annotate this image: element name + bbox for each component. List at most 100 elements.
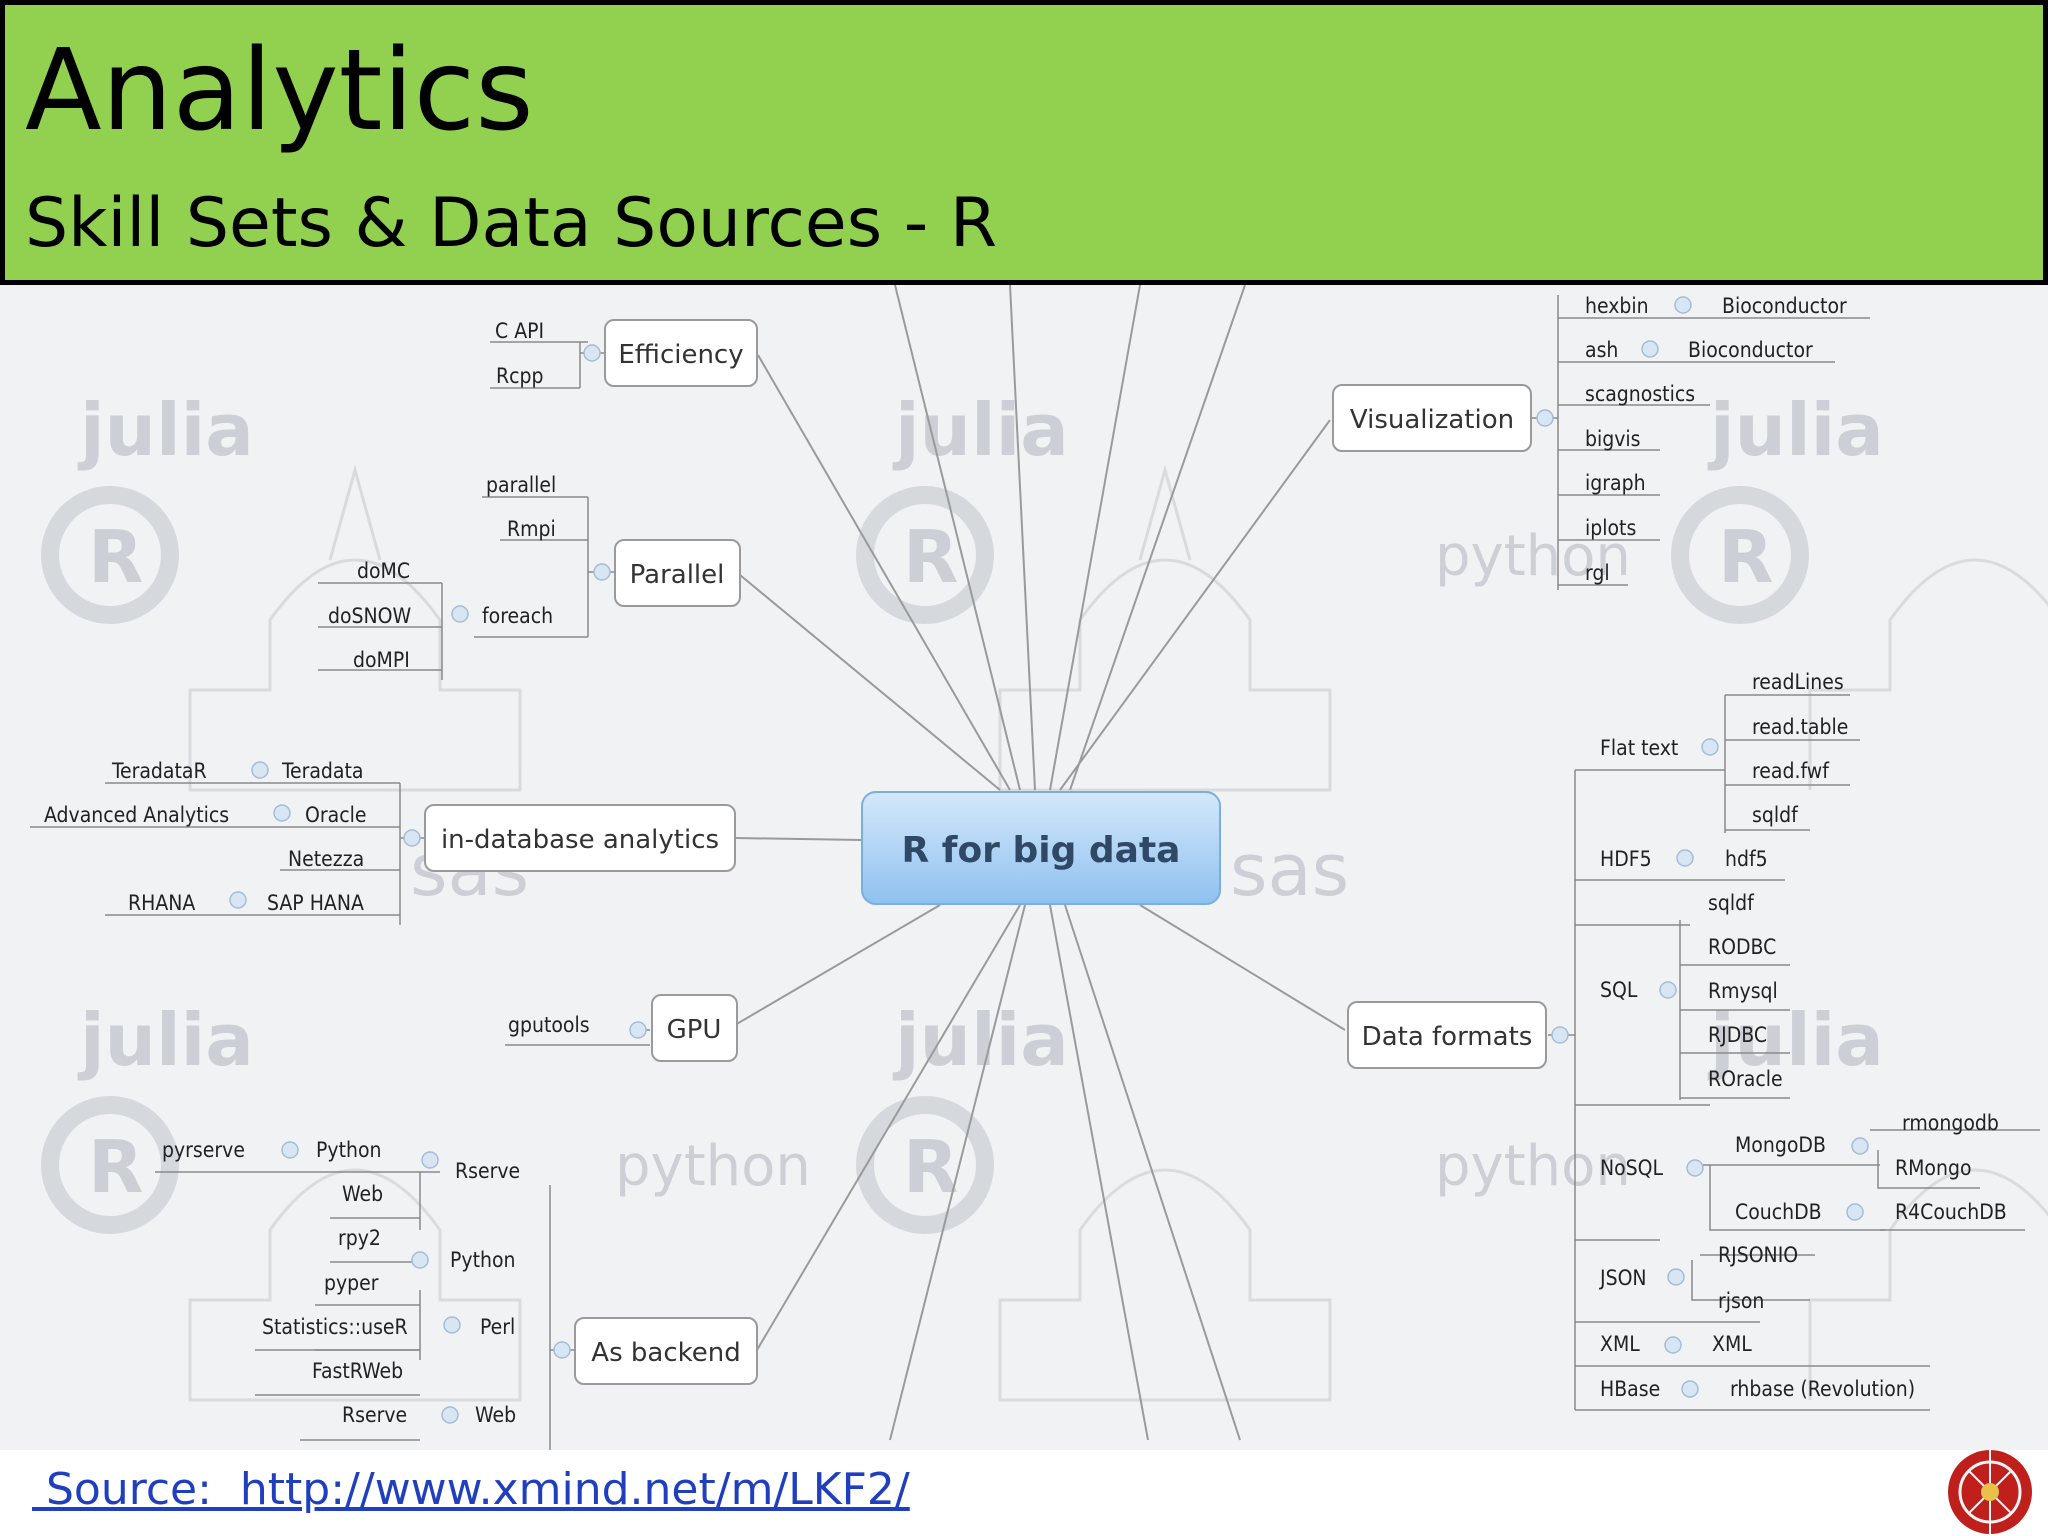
leaf-xml[interactable]: XML [1600, 1332, 1640, 1356]
leaf-dompi[interactable]: doMPI [353, 648, 410, 672]
leaf-couchdb[interactable]: CouchDB [1735, 1200, 1822, 1224]
leaf-statistics-user[interactable]: Statistics::useR [262, 1315, 408, 1339]
page-subtitle: Skill Sets & Data Sources - R [25, 184, 998, 263]
leaf-advanced-analytics[interactable]: Advanced Analytics [44, 803, 229, 827]
leaf-mongodb[interactable]: MongoDB [1735, 1133, 1826, 1157]
leaf-domc[interactable]: doMC [357, 559, 410, 583]
leaf-rjson[interactable]: rjson [1718, 1289, 1764, 1313]
leaf-rgl[interactable]: rgl [1585, 561, 1610, 585]
leaf-fastrweb[interactable]: FastRWeb [312, 1359, 403, 1383]
r-logo-watermark [856, 486, 994, 624]
r-logo-watermark [856, 1096, 994, 1234]
leaf-perl[interactable]: Perl [480, 1315, 515, 1339]
leaf-c-api[interactable]: C API [495, 319, 544, 343]
collapse-markers [229, 296, 1869, 1424]
leaf-bigvis[interactable]: bigvis [1585, 427, 1641, 451]
leaf-bioconductor[interactable]: Bioconductor [1688, 338, 1813, 362]
leaf-parallel[interactable]: parallel [486, 473, 556, 497]
r-logo-letter: R [1718, 515, 1773, 599]
leaf-rjdbc[interactable]: RJDBC [1708, 1023, 1767, 1047]
leaf-rhbase[interactable]: rhbase (Revolution) [1730, 1377, 1915, 1401]
r-logo-letter: R [903, 515, 958, 599]
leaf-read-fwf[interactable]: read.fwf [1752, 759, 1830, 783]
leaf-dosnow[interactable]: doSNOW [328, 604, 412, 628]
leaf-rmongo[interactable]: RMongo [1895, 1156, 1972, 1180]
julia-watermark: julia [1707, 998, 1884, 1082]
leaf-python[interactable]: Python [450, 1248, 515, 1272]
leaf-readlines[interactable]: readLines [1752, 670, 1844, 694]
leaf-rcpp[interactable]: Rcpp [496, 364, 544, 388]
source-link[interactable]: Source: http://www.xmind.net/m/LKF2/ [32, 1464, 910, 1515]
leaf-rmysql[interactable]: Rmysql [1708, 979, 1778, 1003]
branch-efficiency[interactable]: Efficiency [604, 319, 758, 387]
leaf-netezza[interactable]: Netezza [288, 847, 364, 871]
leaf-pyper[interactable]: pyper [324, 1271, 379, 1295]
leaf-python[interactable]: Python [316, 1138, 381, 1162]
leaf-oracle[interactable]: Oracle [305, 803, 366, 827]
central-topic[interactable]: R for big data [861, 791, 1221, 905]
leaf-roracle[interactable]: ROracle [1708, 1067, 1783, 1091]
leaf-gputools[interactable]: gputools [508, 1013, 590, 1037]
branch-label: Parallel [630, 560, 725, 590]
central-topic-label: R for big data [902, 830, 1181, 871]
leaf-sqldf[interactable]: sqldf [1752, 803, 1799, 827]
leaf-ash[interactable]: ash [1585, 338, 1618, 362]
branch-label: Data formats [1362, 1022, 1533, 1052]
leaf-teradatar[interactable]: TeradataR [111, 759, 207, 783]
leaf-foreach[interactable]: foreach [482, 604, 553, 628]
leaf-hbase[interactable]: HBase [1600, 1377, 1660, 1401]
leaf-rserve[interactable]: Rserve [342, 1403, 407, 1427]
leaf-pyrserve[interactable]: pyrserve [162, 1138, 245, 1162]
python-watermark: python [1435, 1134, 1631, 1199]
julia-watermark: julia [1707, 388, 1884, 472]
leaf-rjsonio[interactable]: RJSONIO [1718, 1243, 1798, 1267]
mind-map-canvas: julia julia julia julia julia julia pyth… [30, 285, 2048, 1450]
branch-gpu[interactable]: GPU [651, 994, 738, 1062]
leaf-web[interactable]: Web [342, 1182, 383, 1206]
leaf-hdf5-package[interactable]: hdf5 [1725, 847, 1768, 871]
leaf-connectors [30, 295, 2040, 1450]
leaf-hexbin[interactable]: hexbin [1585, 294, 1649, 318]
leaf-rmpi[interactable]: Rmpi [507, 517, 556, 541]
leaf-sqldf[interactable]: sqldf [1708, 891, 1755, 915]
sas-watermark: sas [1230, 828, 1349, 912]
python-watermark: python [1435, 524, 1631, 589]
branch-visualization[interactable]: Visualization [1332, 384, 1532, 452]
r-logo-watermark [41, 1096, 179, 1234]
leaf-rpy2[interactable]: rpy2 [338, 1226, 381, 1250]
leaf-nosql[interactable]: NoSQL [1600, 1156, 1664, 1180]
r-logo-letter: R [903, 1125, 958, 1209]
leaf-scagnostics[interactable]: scagnostics [1585, 382, 1695, 406]
leaf-rodbc[interactable]: RODBC [1708, 935, 1776, 959]
title-banner: Analytics Skill Sets & Data Sources - R [0, 0, 2048, 285]
leaf-sap-hana[interactable]: SAP HANA [267, 891, 364, 915]
branch-parallel[interactable]: Parallel [614, 539, 741, 607]
leaf-rmongodb[interactable]: rmongodb [1902, 1111, 1999, 1135]
branch-in-database-analytics[interactable]: in-database analytics [424, 804, 736, 872]
leaf-sql[interactable]: SQL [1600, 978, 1638, 1002]
branch-as-backend[interactable]: As backend [574, 1317, 758, 1385]
leaf-json[interactable]: JSON [1599, 1266, 1647, 1290]
r-logo-watermark [41, 486, 179, 624]
leaf-flat-text[interactable]: Flat text [1600, 736, 1678, 760]
leaf-teradata[interactable]: Teradata [281, 759, 364, 783]
branch-data-formats[interactable]: Data formats [1347, 1001, 1547, 1069]
r-logo-watermark [1671, 486, 1809, 624]
leaf-xml-package[interactable]: XML [1712, 1332, 1752, 1356]
page-title: Analytics [25, 26, 534, 156]
julia-watermark: julia [77, 388, 254, 472]
leaf-r4couchdb[interactable]: R4CouchDB [1895, 1200, 2007, 1224]
leaf-igraph[interactable]: igraph [1585, 471, 1646, 495]
leaf-bioconductor[interactable]: Bioconductor [1722, 294, 1847, 318]
r-logo-letter: R [88, 1125, 143, 1209]
center-connectors [734, 285, 1346, 1441]
leaf-rhana[interactable]: RHANA [128, 891, 195, 915]
leaf-rserve[interactable]: Rserve [455, 1159, 520, 1183]
leaf-hdf5[interactable]: HDF5 [1600, 847, 1652, 871]
leaf-web[interactable]: Web [475, 1403, 516, 1427]
branch-label: GPU [667, 1015, 722, 1045]
julia-watermark: julia [77, 998, 254, 1082]
footer-logo-icon [1948, 1450, 2032, 1534]
leaf-iplots[interactable]: iplots [1585, 516, 1636, 540]
leaf-read-table[interactable]: read.table [1752, 715, 1848, 739]
